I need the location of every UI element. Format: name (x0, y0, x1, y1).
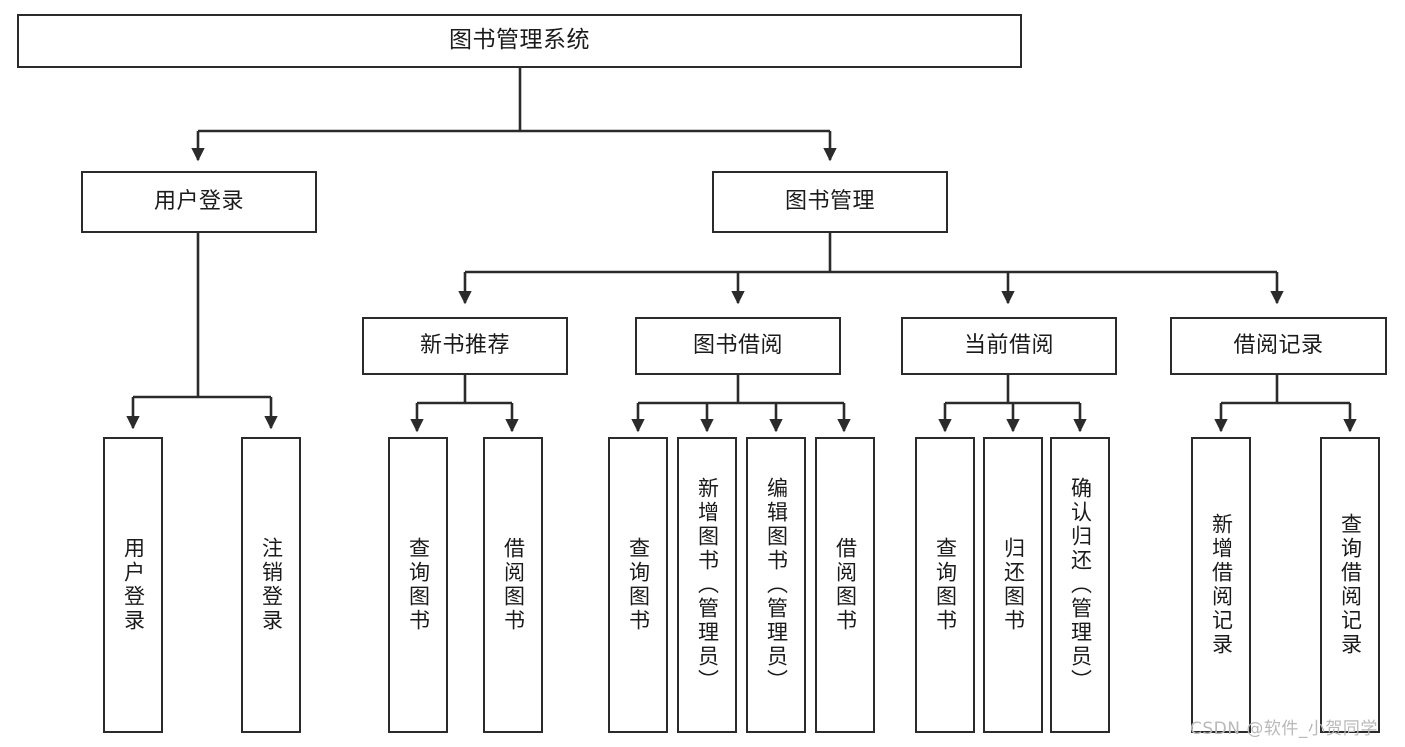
node-label: 查询图书 (933, 537, 958, 633)
leaf-new-book-query-book[interactable]: 查询图书 (388, 437, 448, 733)
node-label: 确认归还（管理员） (1068, 477, 1093, 693)
node-label: 借阅图书 (833, 537, 858, 633)
leaf-book-borrow-borrow-book[interactable]: 借阅图书 (815, 437, 875, 733)
node-label: 新书推荐 (419, 333, 510, 359)
node-label: 新增图书（管理员） (695, 477, 720, 693)
leaf-borrow-record-add-record[interactable]: 新增借阅记录 (1191, 437, 1251, 733)
node-borrow-record[interactable]: 借阅记录 (1170, 317, 1387, 375)
node-book-management[interactable]: 图书管理 (712, 171, 948, 233)
node-current-borrow[interactable]: 当前借阅 (901, 317, 1117, 375)
node-label: 图书管理系统 (449, 27, 590, 54)
leaf-user-login-login[interactable]: 用户登录 (103, 437, 163, 733)
node-label: 注销登录 (259, 537, 284, 633)
leaf-book-borrow-edit-book-admin[interactable]: 编辑图书（管理员） (746, 437, 806, 733)
node-label: 用户登录 (153, 189, 244, 215)
csdn-watermark: CSDN @软件_小贺同学 (1190, 719, 1378, 739)
node-label: 新增借阅记录 (1209, 513, 1234, 657)
node-book-borrow[interactable]: 图书借阅 (635, 317, 841, 375)
leaf-book-borrow-query-book[interactable]: 查询图书 (608, 437, 668, 733)
node-label: 归还图书 (1001, 537, 1026, 633)
node-label: 用户登录 (121, 537, 146, 633)
leaf-borrow-record-query-record[interactable]: 查询借阅记录 (1320, 437, 1380, 733)
node-label: 借阅图书 (501, 537, 526, 633)
leaf-current-borrow-query-book[interactable]: 查询图书 (915, 437, 975, 733)
node-root-book-management-system[interactable]: 图书管理系统 (17, 14, 1022, 68)
leaf-user-login-logout[interactable]: 注销登录 (241, 437, 301, 733)
node-label: 借阅记录 (1233, 333, 1324, 359)
leaf-current-borrow-confirm-return-admin[interactable]: 确认归还（管理员） (1050, 437, 1110, 733)
node-label: 图书借阅 (692, 333, 783, 359)
node-label: 查询图书 (626, 537, 651, 633)
leaf-book-borrow-add-book-admin[interactable]: 新增图书（管理员） (677, 437, 737, 733)
leaf-new-book-borrow-book[interactable]: 借阅图书 (483, 437, 543, 733)
node-label: 图书管理 (784, 189, 875, 215)
node-label: 当前借阅 (963, 333, 1054, 359)
node-label: 查询借阅记录 (1338, 513, 1363, 657)
node-label: 查询图书 (406, 537, 431, 633)
node-user-login[interactable]: 用户登录 (81, 171, 317, 233)
node-new-book-recommend[interactable]: 新书推荐 (362, 317, 568, 375)
node-label: 编辑图书（管理员） (764, 477, 789, 693)
leaf-current-borrow-return-book[interactable]: 归还图书 (983, 437, 1043, 733)
